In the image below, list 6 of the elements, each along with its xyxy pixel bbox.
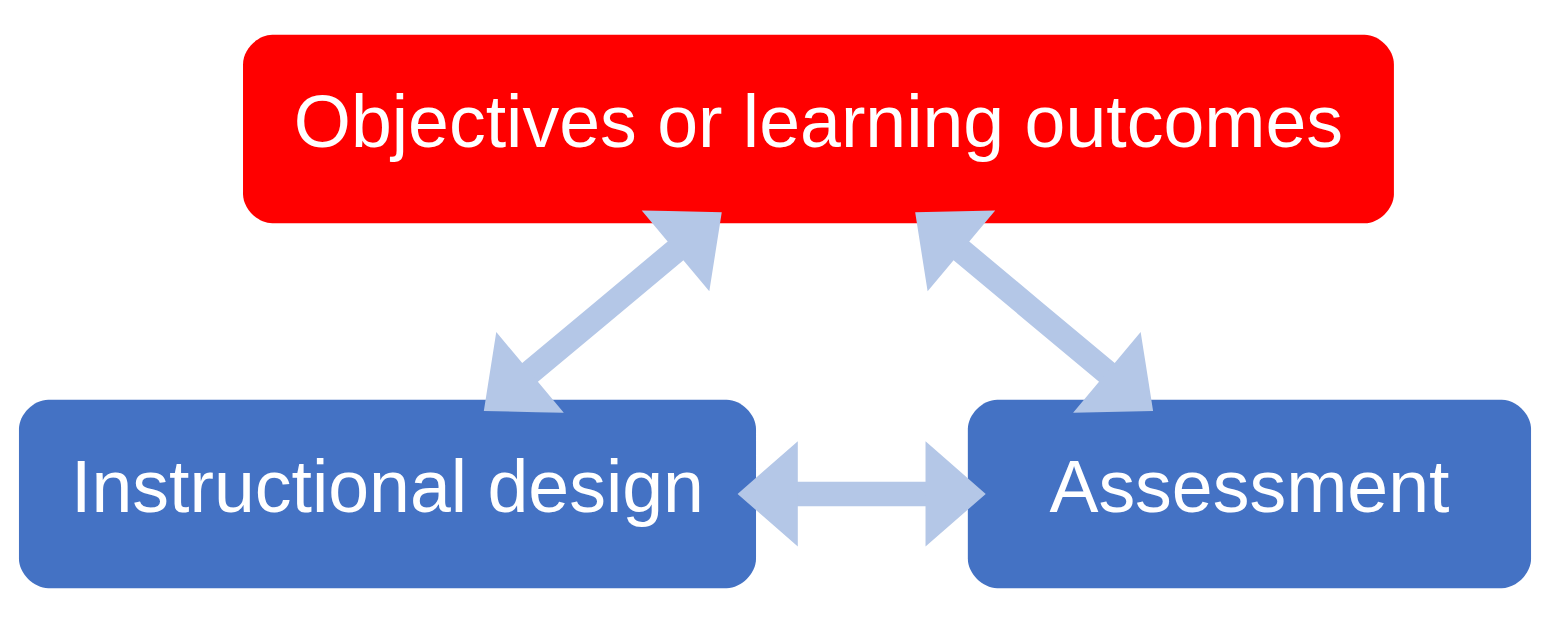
node-box: Assessment	[967, 399, 1532, 588]
arrow	[915, 209, 1154, 413]
arrow	[737, 440, 986, 547]
arrow	[483, 209, 722, 413]
node-box: Instructional design	[18, 399, 756, 588]
node-box: Objectives or learning outcomes	[243, 34, 1394, 223]
